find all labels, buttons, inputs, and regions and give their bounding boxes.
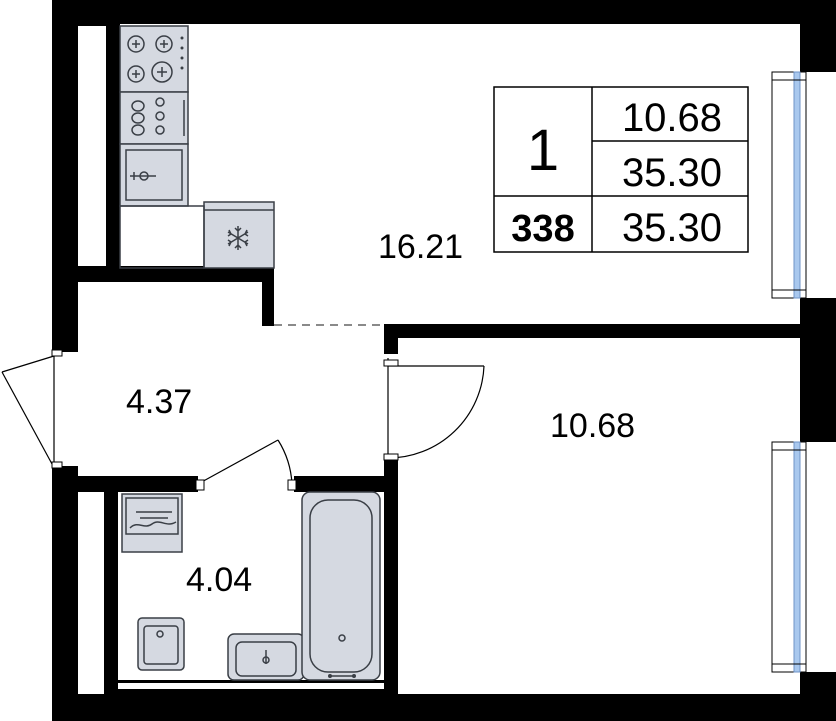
rooms-count: 1 [527, 118, 559, 183]
window-lower [771, 441, 807, 673]
stove-icon [119, 25, 189, 93]
total-area-alt-value: 35.30 [622, 206, 722, 250]
bedroom-door [383, 358, 485, 461]
window-upper [771, 71, 807, 299]
bathroom-area-label: 4.04 [186, 561, 252, 599]
hall-area-label: 4.37 [126, 383, 192, 421]
walls [52, 0, 836, 721]
bathtub-icon [301, 491, 381, 681]
bedroom-area-label: 10.68 [550, 407, 635, 445]
entrance-door [1, 349, 63, 469]
washing-machine-icon [121, 493, 183, 553]
sink-icon [119, 143, 189, 207]
living-area-value: 10.68 [622, 96, 722, 140]
fridge-icon [119, 201, 275, 269]
snowflake-icon [227, 226, 249, 250]
dishwasher-icon [119, 91, 189, 145]
toilet-icon [137, 617, 185, 671]
kitchen-living-area-label: 16.21 [378, 228, 463, 266]
washbasin-icon [227, 633, 305, 681]
apartment-number: 338 [511, 208, 574, 250]
total-area-value: 35.30 [622, 151, 722, 195]
bathroom-door [195, 439, 297, 491]
apartment-info-box: 1 10.68 35.30 338 35.30 [493, 86, 749, 253]
